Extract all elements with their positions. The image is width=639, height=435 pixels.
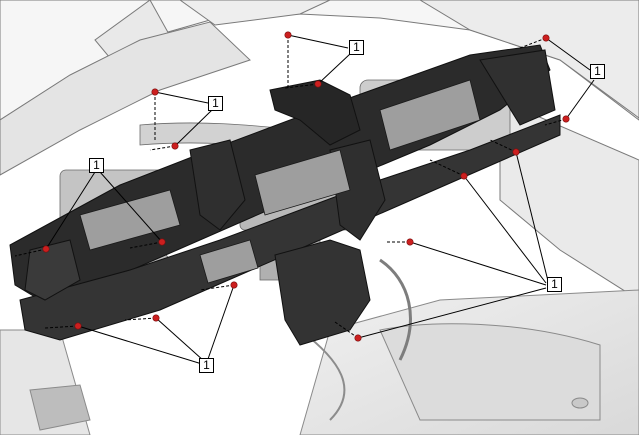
bolt-marker bbox=[171, 142, 179, 150]
callout-label-bottom-right: 1 bbox=[547, 277, 562, 292]
bolt-marker bbox=[151, 88, 159, 96]
leader-lines bbox=[14, 34, 595, 365]
callout-label-left: 1 bbox=[89, 158, 104, 173]
bolt-marker bbox=[406, 238, 414, 246]
bolt-marker bbox=[152, 314, 160, 322]
bolts bbox=[42, 31, 570, 342]
callout-label-top-right: 1 bbox=[590, 64, 605, 79]
frame-openings bbox=[79, 79, 481, 284]
callout-label-top-center: 1 bbox=[349, 40, 364, 55]
bolt-marker bbox=[230, 281, 238, 289]
vehicle-body-panels bbox=[0, 0, 639, 301]
bolt-marker bbox=[542, 34, 550, 42]
bolt-marker bbox=[512, 148, 520, 156]
bolt-marker bbox=[314, 80, 322, 88]
bolt-marker bbox=[42, 245, 50, 253]
bolt-marker bbox=[74, 322, 82, 330]
bolt-marker bbox=[562, 115, 570, 123]
bolt-marker bbox=[460, 172, 468, 180]
callout-label-bottom-left: 1 bbox=[199, 358, 214, 373]
bolt-marker bbox=[354, 334, 362, 342]
bolt-marker bbox=[158, 238, 166, 246]
bolt-marker bbox=[284, 31, 292, 39]
floor-panel bbox=[0, 289, 639, 435]
callout-label-top-left: 1 bbox=[208, 96, 223, 111]
